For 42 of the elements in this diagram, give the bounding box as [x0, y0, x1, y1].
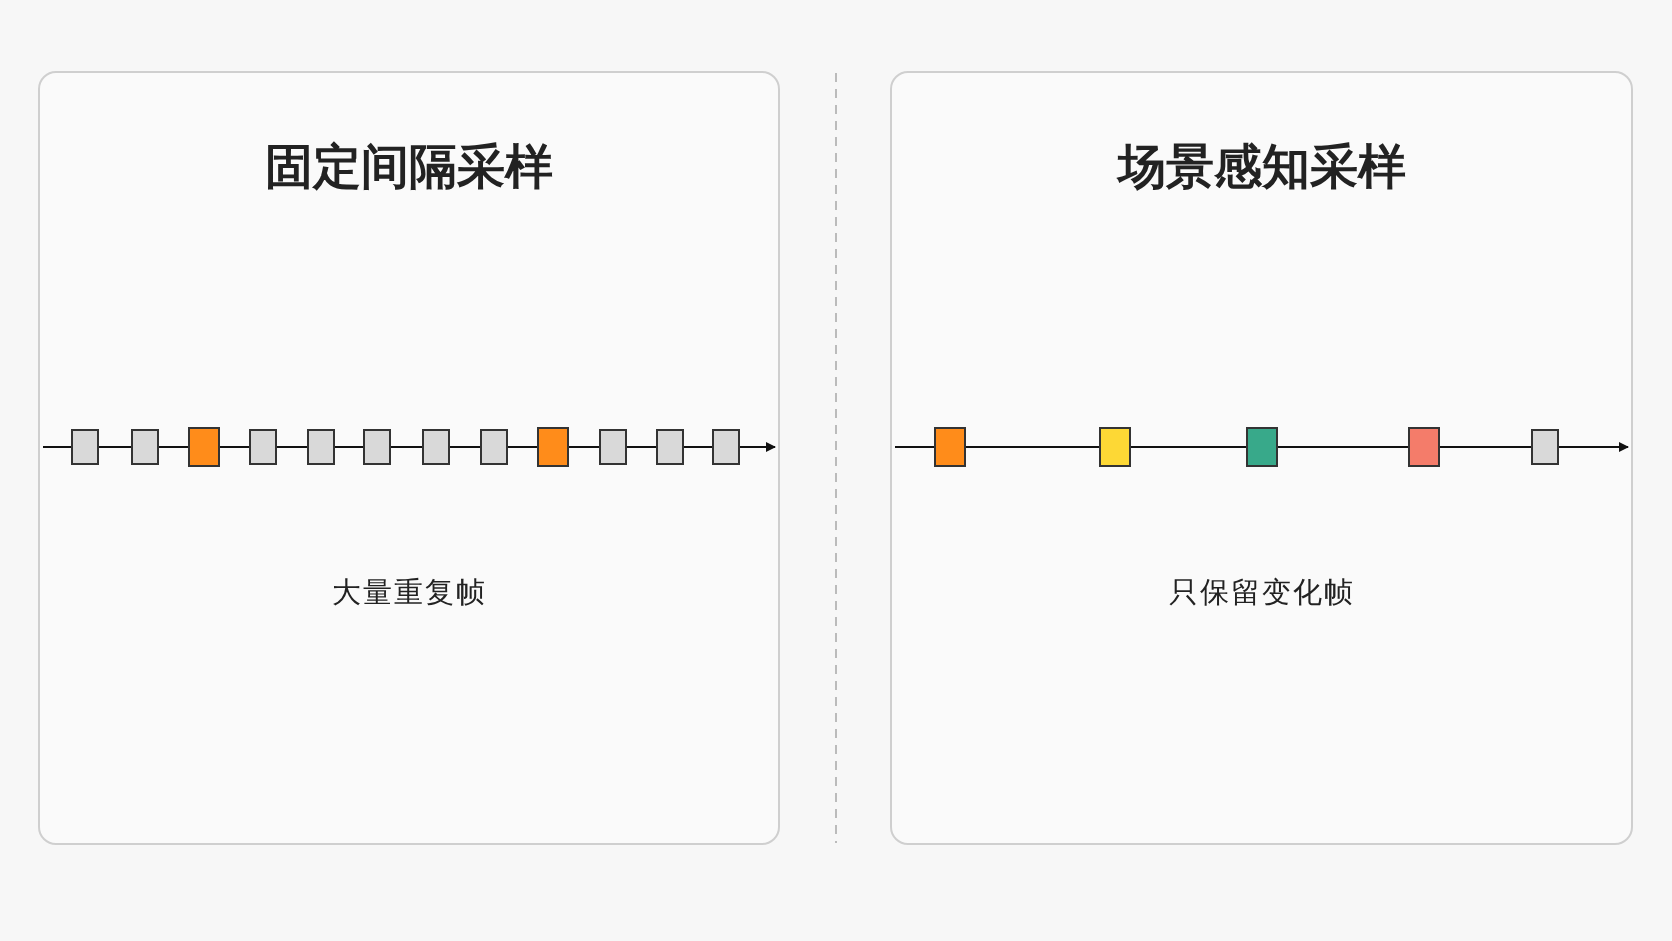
frame-box [421, 428, 450, 465]
frame-box [598, 428, 627, 465]
frame-box [933, 426, 966, 467]
timeline-arrow [1558, 442, 1629, 452]
frame-box [1530, 428, 1559, 465]
panel-title: 固定间隔采样 [265, 137, 553, 196]
frame-box [1407, 426, 1440, 467]
timeline-line [334, 446, 364, 448]
timeline-line [568, 446, 600, 448]
timeline-line [683, 446, 713, 448]
timeline-line [626, 446, 657, 448]
frame-box [711, 428, 740, 465]
timeline-line [219, 446, 250, 448]
frame-box [1098, 426, 1131, 467]
timeline-line [1439, 446, 1532, 448]
timeline-line [894, 446, 935, 448]
timeline-line [98, 446, 132, 448]
timeline-line [390, 446, 423, 448]
timeline-line [449, 446, 481, 448]
frame-box [248, 428, 277, 465]
timeline-line [1130, 446, 1247, 448]
panel-title: 场景感知采样 [1117, 137, 1406, 196]
frame-box [70, 428, 99, 465]
timeline-line [507, 446, 538, 448]
frame-box [130, 428, 159, 465]
timeline-line [1277, 446, 1409, 448]
frame-box [306, 428, 335, 465]
timeline-line [276, 446, 308, 448]
frame-box [1245, 426, 1278, 467]
frame-box [536, 426, 569, 467]
frame-box [187, 426, 220, 467]
timeline-arrow [739, 442, 776, 452]
panel-caption: 大量重复帧 [331, 574, 487, 611]
panel-card [38, 71, 780, 845]
timeline-line [158, 446, 189, 448]
panel-card [890, 71, 1633, 845]
frame-box [362, 428, 391, 465]
frame-box [479, 428, 508, 465]
frame-box [655, 428, 684, 465]
timeline-line [965, 446, 1100, 448]
timeline-line [42, 446, 72, 448]
panel-caption: 只保留变化帧 [1168, 574, 1355, 611]
